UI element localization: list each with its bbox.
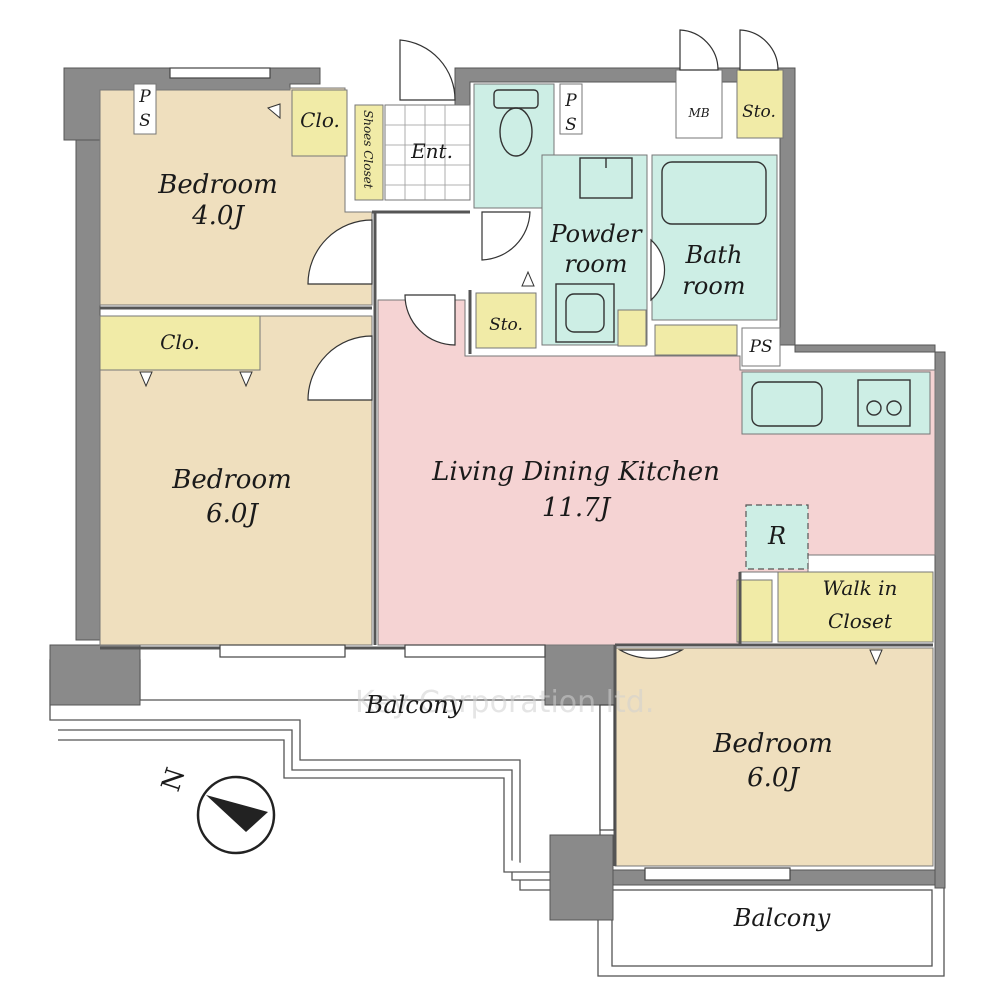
doors xyxy=(307,29,779,659)
meter-box xyxy=(675,69,723,139)
ps-top-left-s: S xyxy=(139,111,151,131)
balcony-main-label: Balcony xyxy=(365,691,463,719)
bedroom-top-size: 4.0J xyxy=(191,201,245,231)
bedroom-left-name: Bedroom xyxy=(171,465,292,495)
toilet-icon xyxy=(493,89,539,157)
washer-icon xyxy=(555,283,615,343)
ldk-name: Living Dining Kitchen xyxy=(431,457,720,487)
bath-room-area xyxy=(651,154,778,321)
bath-line1: Bath xyxy=(684,241,742,269)
bath-line2: room xyxy=(682,272,745,300)
powder-line1: Powder xyxy=(549,220,643,248)
bedroom-right-area xyxy=(614,647,934,867)
ps-top-mid-p: P xyxy=(564,91,577,111)
closet-left xyxy=(99,315,261,371)
windows xyxy=(169,67,791,881)
shoes-closet xyxy=(354,104,384,201)
ps-top-left-p: P xyxy=(138,87,151,107)
closet-top xyxy=(291,89,348,157)
ldk-size: 11.7J xyxy=(542,493,612,523)
storage-hall-label: Sto. xyxy=(489,315,523,335)
bedroom-right-name: Bedroom xyxy=(712,729,833,759)
walkin-line1: Walk in xyxy=(823,576,898,600)
bathtub-icon xyxy=(661,161,767,225)
stove-icon xyxy=(857,379,911,427)
bedroom-left-size: 6.0J xyxy=(206,499,259,529)
walkin-closet-area xyxy=(777,571,934,643)
ps-right-label: PS xyxy=(748,337,772,357)
shoes-closet-label: Shoes Closet xyxy=(361,110,375,189)
meter-box-label: MB xyxy=(687,106,709,120)
entrance-tiles xyxy=(385,105,470,200)
toilet-room xyxy=(473,83,555,209)
balcony-right xyxy=(597,879,945,977)
entrance-area xyxy=(384,104,471,201)
balcony-main xyxy=(49,659,601,891)
refrigerator-label: R xyxy=(767,522,786,550)
fixtures xyxy=(139,89,911,666)
entrance-label: Ent. xyxy=(410,139,453,163)
rooms xyxy=(99,69,936,867)
closet-top-label: Clo. xyxy=(300,108,340,132)
storage-top-label: Sto. xyxy=(742,102,776,122)
sink-icon xyxy=(751,381,823,427)
refrigerator-slot xyxy=(745,504,809,570)
powder-line2: room xyxy=(564,250,627,278)
ps-top-mid-s: S xyxy=(565,115,577,135)
exterior-walls xyxy=(49,67,946,921)
balcony-right-label: Balcony xyxy=(733,904,831,932)
basin-icon xyxy=(579,157,633,199)
walkin-line2: Closet xyxy=(828,609,893,633)
compass-needle-icon xyxy=(206,795,268,832)
closet-left-label: Clo. xyxy=(160,330,200,354)
compass: N xyxy=(156,764,276,855)
bedroom-right-size: 6.0J xyxy=(747,763,800,793)
storage-top xyxy=(736,69,784,139)
storage-hall xyxy=(475,292,537,349)
labels: Bedroom 4.0J Bedroom 6.0J Living Dining … xyxy=(138,87,897,932)
watermark: Key Corporation ltd. xyxy=(355,685,654,720)
bedroom-top-name: Bedroom xyxy=(157,170,278,200)
bedroom-left-area xyxy=(99,315,373,646)
